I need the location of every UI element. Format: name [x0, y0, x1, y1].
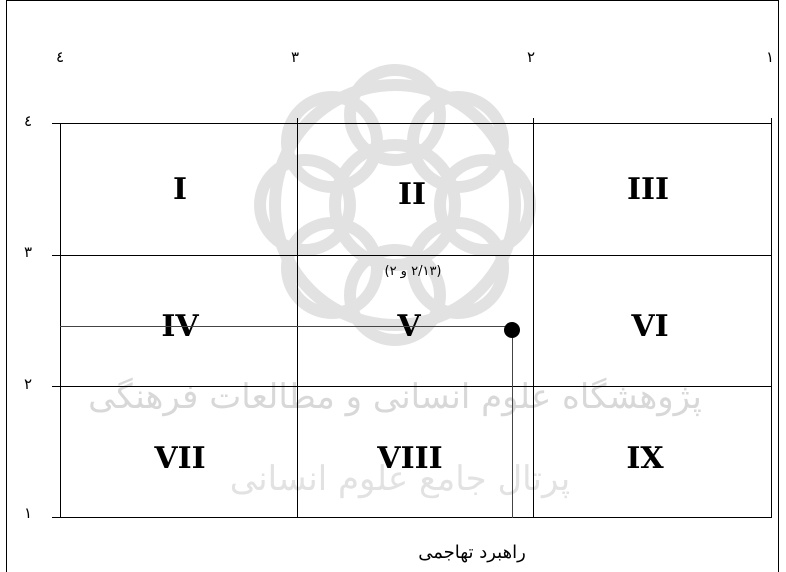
cell-label-V: V: [397, 309, 421, 344]
score-point-label: (۲/۱۳ و ۲): [384, 264, 442, 279]
score-point-marker: [504, 322, 520, 338]
grid-line-col-1: [297, 118, 298, 518]
grid-line-top: [60, 123, 772, 124]
left-axis-tick-2: ۲: [24, 375, 33, 393]
cell-label-VI: VI: [631, 309, 669, 344]
cell-label-I: I: [172, 172, 188, 207]
grid-line-row-2: [60, 386, 772, 387]
cell-label-VII: VII: [154, 441, 206, 476]
grid-line-bottom: [60, 517, 772, 518]
grid-line-right: [771, 118, 772, 518]
top-axis-tick-1: ۱: [766, 48, 775, 66]
left-axis-tick-3: ۳: [24, 243, 33, 261]
top-axis-tick-3: ۳: [291, 48, 300, 66]
grid-line-row-1: [60, 255, 772, 256]
frame-border: [6, 0, 779, 572]
left-tick-mark-1: [52, 517, 60, 518]
grid-line-col-2: [533, 118, 534, 518]
cell-label-III: III: [626, 172, 670, 207]
top-axis-tick-4: ٤: [56, 48, 65, 66]
left-tick-mark-3: [52, 255, 60, 256]
grid-line-left: [60, 123, 61, 518]
cell-label-IV: IV: [161, 309, 199, 344]
guide-line-vertical: [512, 330, 513, 518]
cell-label-II: II: [397, 177, 427, 212]
watermark-text-2: پرتال جامع علوم انسانی: [230, 459, 570, 499]
strategy-caption: راهبرد تهاجمی: [418, 542, 526, 563]
left-tick-mark-4: [52, 123, 60, 124]
left-axis-tick-4: ٤: [24, 112, 33, 130]
cell-label-IX: IX: [626, 441, 664, 476]
left-tick-mark-2: [52, 386, 60, 387]
watermark-text-1: پژوهشگاه علوم انسانی و مطالعات فرهنگی: [88, 377, 702, 417]
cell-label-VIII: VIII: [377, 441, 443, 476]
guide-line-horizontal: [60, 326, 512, 327]
left-axis-tick-1: ۱: [24, 504, 33, 522]
top-axis-tick-2: ۲: [527, 48, 536, 66]
